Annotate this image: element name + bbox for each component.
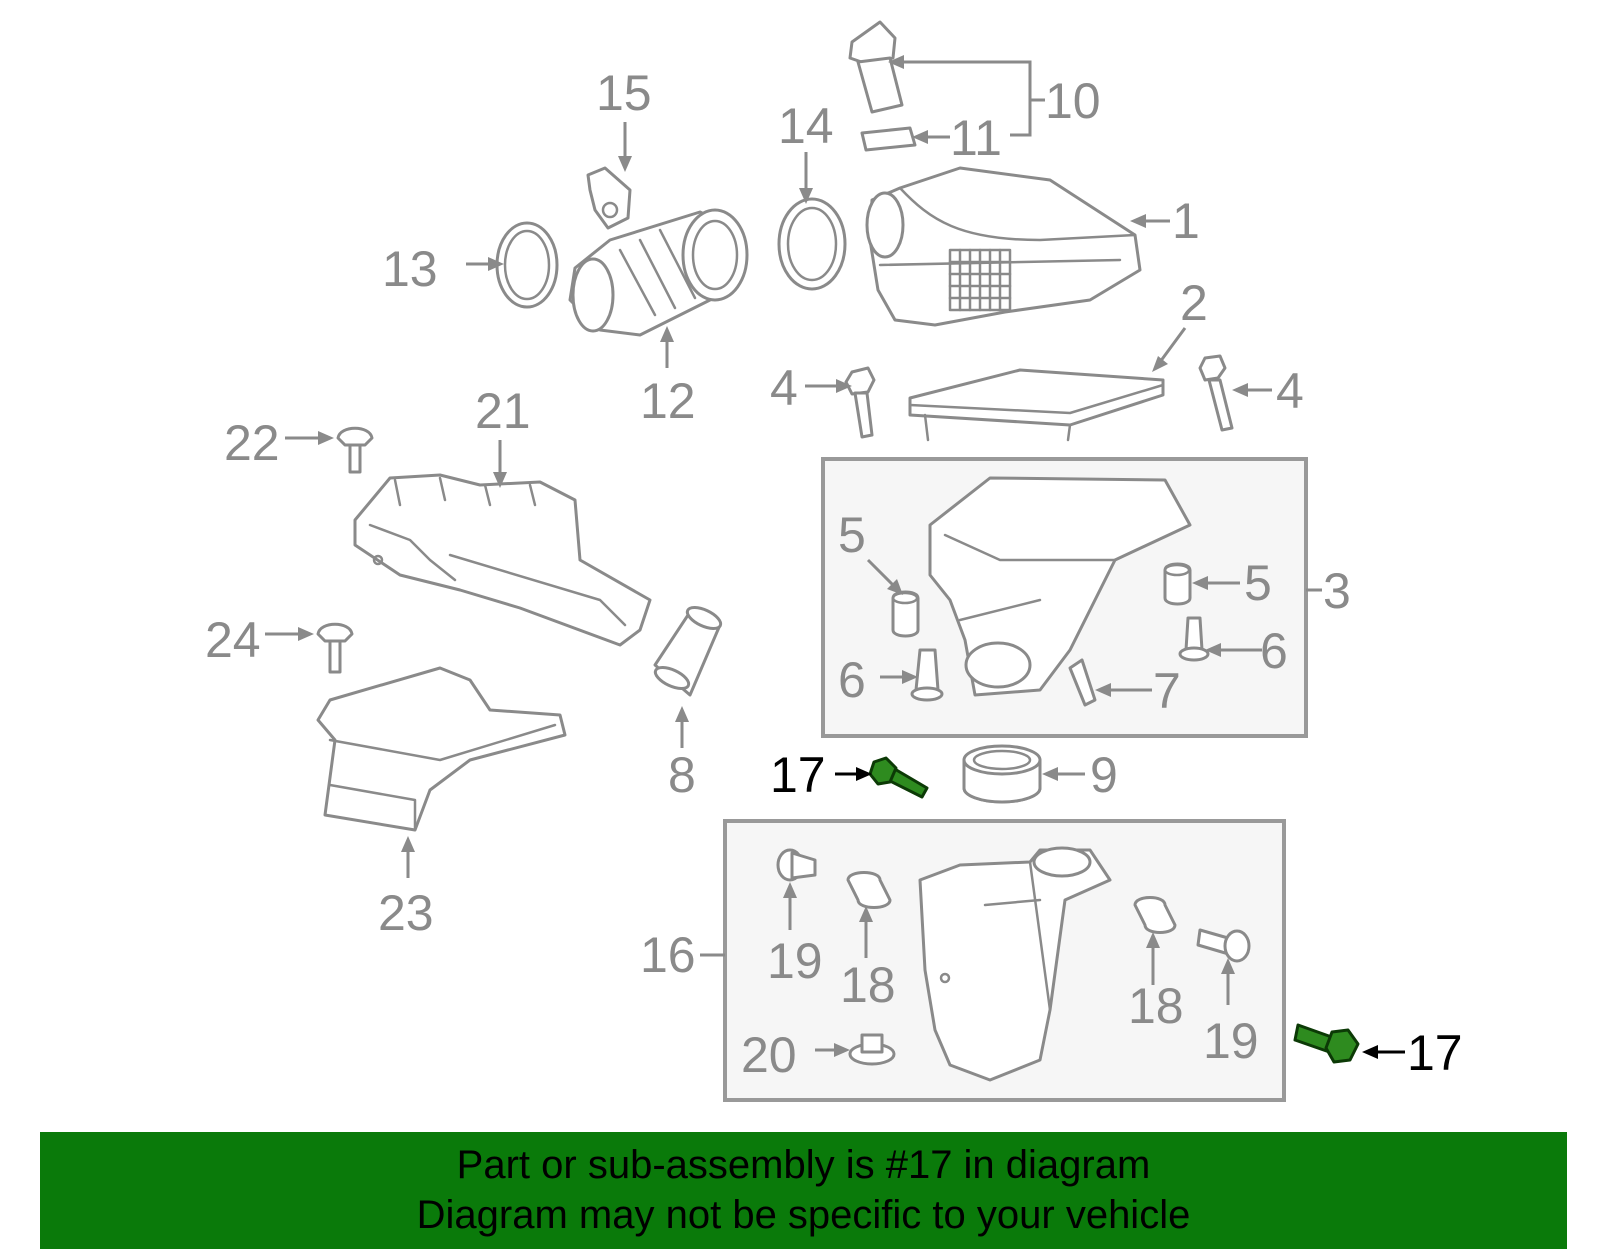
callout-11: 11 <box>950 110 1002 166</box>
callout-18-left: 18 <box>840 957 896 1013</box>
banner-line-1: Part or sub-assembly is #17 in diagram <box>456 1143 1151 1187</box>
callout-3: 3 <box>1323 563 1351 619</box>
part-10-sensor <box>848 20 904 114</box>
part-6-pin-right <box>1178 616 1210 662</box>
part-18-bushing-right <box>1133 896 1177 934</box>
callout-24: 24 <box>205 612 261 668</box>
callout-23: 23 <box>378 885 434 941</box>
callout-5-right: 5 <box>1244 555 1272 611</box>
leader-5a <box>866 558 895 587</box>
part-24-clip <box>316 622 354 674</box>
callout-19-left: 19 <box>767 933 823 989</box>
callout-18-right: 18 <box>1128 978 1184 1034</box>
callout-8: 8 <box>668 747 696 803</box>
callout-19-right: 19 <box>1203 1013 1259 1069</box>
part-5-grommet-left <box>891 590 920 638</box>
callout-9: 9 <box>1090 747 1118 803</box>
part-16-resonator <box>918 846 1112 1082</box>
callout-14: 14 <box>778 98 834 154</box>
part-15-clip <box>586 166 632 230</box>
part-7-clip <box>1068 658 1097 707</box>
part-12-intake-duct <box>568 208 749 337</box>
part-2-filter <box>908 368 1165 442</box>
part-4-bolt-right <box>1198 354 1234 432</box>
part-9-ring <box>962 744 1042 804</box>
part-14-clamp <box>777 197 847 291</box>
callout-22: 22 <box>224 415 280 471</box>
part-5-grommet-right <box>1163 562 1192 606</box>
part-22-clip <box>336 426 374 474</box>
callout-17-lower: 17 <box>1407 1025 1463 1081</box>
parts-diagram: 1 2 3 4 4 5 5 6 6 7 8 9 10 11 12 13 14 1… <box>205 20 1463 1102</box>
part-17-bolt-upper <box>868 756 929 799</box>
part-6-pin-left <box>910 648 944 702</box>
part-4-bolt-left <box>844 366 876 439</box>
part-11-seal <box>860 126 917 152</box>
part-17-bolt-lower <box>1293 1023 1360 1064</box>
callout-4-right: 4 <box>1276 363 1304 419</box>
part-23-duct <box>316 666 567 832</box>
part-18-bushing-left <box>846 871 892 909</box>
callout-21: 21 <box>475 383 531 439</box>
part-21-duct <box>353 473 652 647</box>
callout-1: 1 <box>1172 193 1200 249</box>
callout-7: 7 <box>1153 663 1181 719</box>
callout-20: 20 <box>741 1027 797 1083</box>
callout-16: 16 <box>640 927 696 983</box>
callout-15: 15 <box>596 65 652 121</box>
info-banner: Part or sub-assembly is #17 in diagram D… <box>40 1132 1567 1249</box>
banner-line-2: Diagram may not be specific to your vehi… <box>416 1193 1191 1237</box>
callout-10: 10 <box>1045 73 1101 129</box>
callout-13: 13 <box>382 241 438 297</box>
callout-2: 2 <box>1180 275 1208 331</box>
callout-12: 12 <box>640 373 696 429</box>
callout-5-left: 5 <box>838 507 866 563</box>
leader-2 <box>1158 327 1187 363</box>
part-13-clamp <box>495 221 559 309</box>
part-19-pin-right <box>1196 928 1251 963</box>
callout-6-right: 6 <box>1260 623 1288 679</box>
callout-17-upper: 17 <box>770 747 826 803</box>
part-3-lower-case <box>928 476 1192 697</box>
part-19-pin-left <box>776 848 817 882</box>
part-20-grommet <box>848 1033 896 1066</box>
part-8-ring <box>653 605 723 697</box>
callout-6-left: 6 <box>838 652 866 708</box>
callout-4-left: 4 <box>770 360 798 416</box>
part-1-cover <box>865 166 1142 327</box>
